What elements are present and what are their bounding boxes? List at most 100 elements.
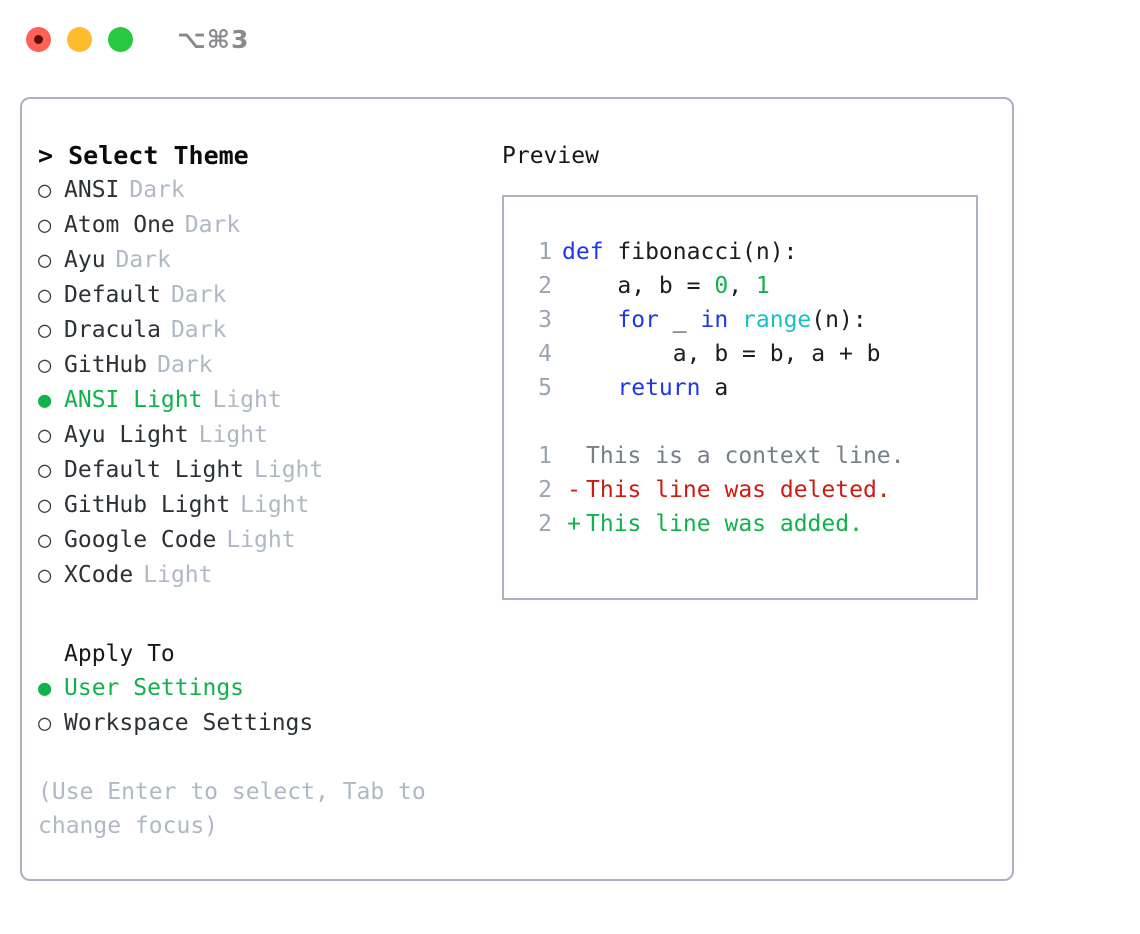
token-plain: [562, 375, 617, 401]
theme-list-item[interactable]: ○ Ayu Dark: [38, 243, 488, 278]
theme-list-item[interactable]: ○ Atom One Dark: [38, 208, 488, 243]
keyboard-hint-text: (Use Enter to select, Tab to change focu…: [38, 779, 426, 839]
code-content: return a: [562, 371, 728, 405]
line-number: 4: [538, 341, 552, 367]
theme-badge: Light: [254, 457, 324, 483]
line-number: 2: [538, 273, 552, 299]
radio-bullet-filled-icon: ●: [38, 676, 52, 701]
theme-badge: Dark: [129, 177, 185, 203]
code-sample: 1 def fibonacci(n): 2 a, b = 0, 1 3 for …: [522, 235, 976, 405]
line-number: 1: [538, 443, 552, 469]
token-number: 1: [755, 273, 770, 299]
diff-sign-icon: [562, 439, 586, 473]
radio-bullet-icon: ○: [38, 563, 52, 588]
theme-list-item[interactable]: ○ GitHub Light Light: [38, 488, 488, 523]
line-number: 3: [538, 307, 552, 333]
apply-to-option-user-settings[interactable]: ● User Settings: [38, 671, 488, 706]
preview-box: 1 def fibonacci(n): 2 a, b = 0, 1 3 for …: [502, 195, 978, 600]
radio-bullet-filled-icon: ●: [38, 388, 52, 413]
theme-badge: Dark: [170, 282, 227, 308]
theme-name: GitHub Light: [64, 492, 231, 518]
token-keyword: in: [700, 307, 729, 333]
theme-name: ANSI Light: [64, 387, 203, 413]
code-line: 2 a, b = 0, 1: [522, 269, 976, 303]
radio-bullet-icon: ○: [38, 711, 52, 736]
diff-text: This line was deleted.: [586, 477, 891, 503]
window-title: ⌥⌘3: [177, 24, 250, 54]
diff-sample: 1 This is a context line. 2 - This line …: [522, 439, 976, 541]
theme-badge: Dark: [115, 247, 171, 273]
close-button[interactable]: [26, 26, 51, 52]
line-number: 5: [538, 375, 552, 401]
code-line: 5 return a: [522, 371, 976, 405]
apply-to-heading: Apply To: [64, 641, 175, 667]
code-line: 4 a, b = b, a + b: [522, 337, 976, 371]
token-number: 0: [714, 273, 729, 299]
theme-badge: Dark: [157, 352, 213, 378]
diff-line-deleted: 2 - This line was deleted.: [522, 473, 976, 507]
code-content: for _ in range(n):: [562, 303, 867, 337]
token-function: range: [742, 307, 812, 333]
radio-bullet-icon: ○: [38, 458, 52, 483]
radio-bullet-icon: ○: [38, 318, 52, 343]
apply-to-group: Apply To ● User Settings ○ Workspace Set…: [38, 637, 488, 741]
diff-line-context: 1 This is a context line.: [522, 439, 976, 473]
diff-text: This is a context line.: [586, 443, 905, 469]
token-plain: a, b =: [562, 273, 715, 299]
token-keyword: for: [617, 307, 659, 333]
theme-list-item[interactable]: ○ Default Dark: [38, 278, 488, 313]
radio-bullet-icon: ○: [38, 353, 52, 378]
theme-list-item[interactable]: ○ XCode Light: [38, 558, 488, 593]
apply-to-option-workspace-settings[interactable]: ○ Workspace Settings: [38, 706, 488, 741]
theme-name: Dracula: [64, 317, 161, 343]
theme-list-item[interactable]: ○ GitHub Dark: [38, 348, 488, 383]
radio-bullet-icon: ○: [38, 283, 52, 308]
theme-name: Ayu Light: [64, 422, 189, 448]
theme-badge: Light: [212, 387, 282, 413]
theme-list-item[interactable]: ○ Default Light Light: [38, 453, 488, 488]
code-content: a, b = 0, 1: [562, 269, 770, 303]
theme-name: Default Light: [64, 457, 245, 483]
radio-bullet-icon: ○: [38, 423, 52, 448]
theme-name: Atom One: [64, 212, 175, 238]
radio-bullet-icon: ○: [38, 213, 52, 238]
select-theme-heading: > Select Theme: [38, 141, 249, 170]
code-content: def fibonacci(n):: [562, 235, 797, 269]
preview-column: Preview 1 def fibonacci(n): 2 a, b = 0, …: [502, 139, 1002, 600]
maximize-button[interactable]: [108, 26, 133, 52]
line-number: 2: [538, 477, 552, 503]
line-number: 1: [538, 239, 552, 265]
theme-name: GitHub: [64, 352, 148, 378]
theme-name: ANSI: [64, 177, 120, 203]
code-line: 3 for _ in range(n):: [522, 303, 976, 337]
theme-name: Google Code: [64, 527, 217, 553]
theme-name: XCode: [64, 562, 134, 588]
title-bar: ⌥⌘3: [0, 0, 1140, 78]
code-line: 1 def fibonacci(n):: [522, 235, 976, 269]
token-plain: _: [658, 307, 701, 333]
token-plain: a: [700, 375, 729, 401]
theme-list-item[interactable]: ○ Ayu Light Light: [38, 418, 488, 453]
theme-badge: Dark: [170, 317, 227, 343]
theme-list-item-selected[interactable]: ● ANSI Light Light: [38, 383, 488, 418]
radio-bullet-icon: ○: [38, 493, 52, 518]
token-plain: [728, 307, 742, 333]
token-plain: ,: [728, 273, 756, 299]
radio-bullet-icon: ○: [38, 528, 52, 553]
theme-selector-column: > Select Theme ○ ANSI Dark ○ Atom One Da…: [38, 139, 488, 843]
token-plain: [562, 307, 617, 333]
theme-list-item[interactable]: ○ ANSI Dark: [38, 173, 488, 208]
window-controls: [26, 26, 133, 52]
line-number: 2: [538, 511, 552, 537]
theme-list-item[interactable]: ○ Google Code Light: [38, 523, 488, 558]
code-content: a, b = b, a + b: [562, 337, 881, 371]
theme-badge: Light: [226, 527, 296, 553]
minimize-button[interactable]: [67, 26, 92, 52]
main-panel: > Select Theme ○ ANSI Dark ○ Atom One Da…: [20, 97, 1014, 881]
token-plain: a, b = b, a + b: [562, 341, 881, 367]
theme-list-item[interactable]: ○ Dracula Dark: [38, 313, 488, 348]
theme-name: Ayu: [64, 247, 106, 273]
preview-heading: Preview: [502, 143, 599, 169]
token-plain: (n):: [811, 307, 867, 333]
